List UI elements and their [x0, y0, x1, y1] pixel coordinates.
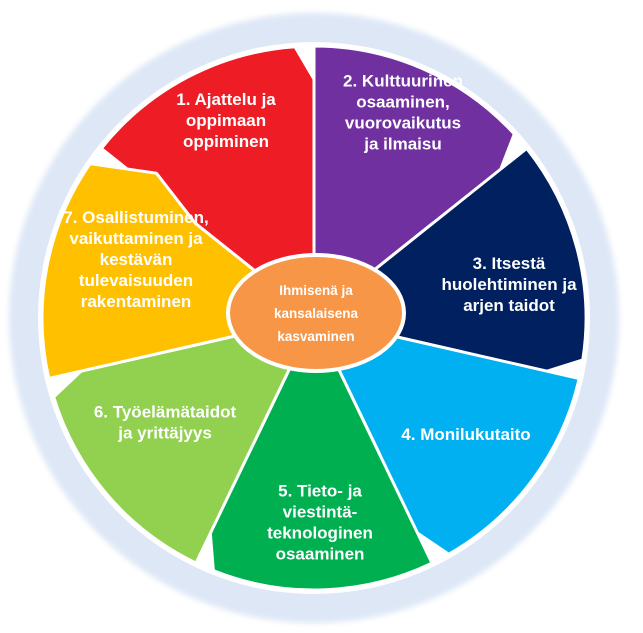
segment-label-line: tulevaisuuden [79, 271, 193, 290]
segment-label-line: viestintä- [283, 503, 358, 522]
segment-label-itsesta: 3. Itsestä huolehtiminen ja arjen taidot [441, 254, 577, 315]
segment-label-line: 6. Työelämätaidot [94, 403, 237, 422]
segment-label-line: 1. Ajattelu ja [176, 90, 276, 109]
segment-label-tieto: 5. Tieto- ja viestintä-teknologinen osaami… [267, 482, 373, 564]
segment-label-line: teknologinen [267, 524, 373, 543]
segment-labels: 1. Ajattelu ja oppimaan oppiminen 2. Kulttu… [63, 72, 577, 564]
segment-monilukutaito [312, 316, 581, 556]
segment-label-line: ja yrittäjyys [117, 424, 212, 443]
center-ellipse [226, 253, 406, 373]
segment-tyoelama [52, 316, 316, 565]
segment-label-line: 2. Kulttuurinen [343, 72, 463, 91]
segment-label-line: arjen taidot [463, 296, 555, 315]
center-label-line: Ihmisenä ja [279, 283, 353, 298]
center-label-line: kasvaminen [277, 329, 354, 344]
segment-label-line: vaikuttaminen ja [69, 229, 203, 248]
segment-label-monilukutaito: 4. Monilukutaito [401, 425, 530, 444]
segment-label-ajattelu: 1. Ajattelu ja oppimaan oppiminen [176, 90, 276, 151]
segment-label-line: oppimaan [186, 111, 266, 130]
segment-label-line: oppiminen [183, 132, 269, 151]
segment-kulttuurinen [312, 44, 516, 320]
segment-label-osallistuminen: 7. Osallistuminen, vaikuttaminen ja kestäv… [63, 208, 209, 311]
segment-label-line: ja ilmaisu [363, 135, 441, 154]
segment-label-line: osaaminen, [356, 93, 450, 112]
segment-label-line: 5. Tieto- ja [278, 482, 362, 501]
center-label: Ihmisenä ja kansalaisena kasvaminen [274, 283, 359, 344]
center-label-line: kansalaisena [274, 306, 359, 321]
segment-label-line: 7. Osallistuminen, [63, 208, 209, 227]
segment-tieto [206, 316, 434, 592]
segment-ajattelu [99, 45, 331, 320]
segment-label-line: osaaminen [276, 545, 365, 564]
segment-label-tyoelama: 6. Työelämätaidot ja yrittäjyys [94, 403, 237, 443]
segment-label-kulttuurinen: 2. Kulttuurinen osaaminen, vuorovaikutus ja… [343, 72, 463, 154]
segment-label-line: 3. Itsestä [473, 254, 546, 273]
center-ellipse-group: Ihmisenä ja kansalaisena kasvaminen [226, 253, 406, 373]
segment-label-line: vuorovaikutus [345, 114, 461, 133]
segment-label-line: huolehtiminen ja [441, 275, 577, 294]
segment-label-line: rakentaminen [81, 292, 192, 311]
segment-label-line: 4. Monilukutaito [401, 425, 530, 444]
segment-label-line: kestävän [100, 250, 173, 269]
